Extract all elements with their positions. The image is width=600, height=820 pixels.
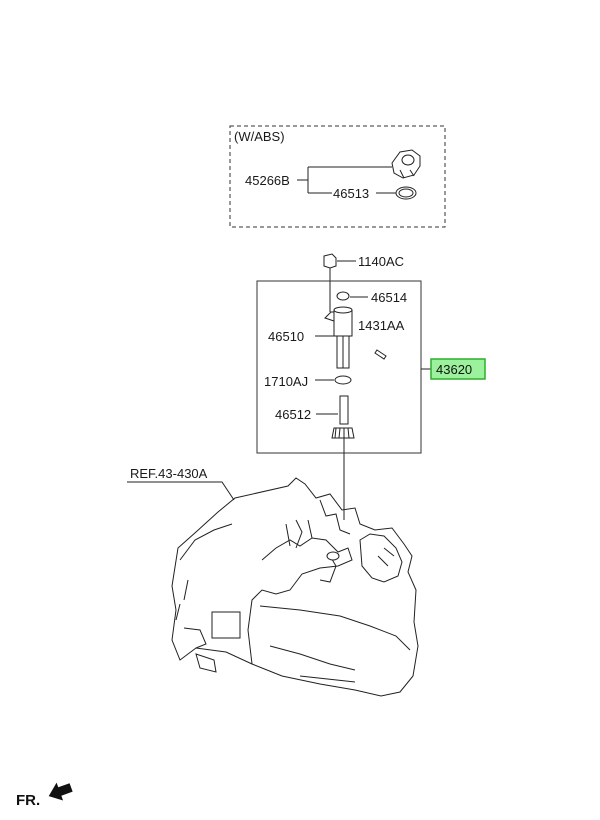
front-arrow-icon	[48, 782, 73, 801]
highlight-43620[interactable]	[430, 358, 486, 380]
abs-leader-lines	[297, 166, 392, 194]
o-ring-1710AJ-drawing	[334, 375, 352, 385]
gear-shaft-46512-drawing	[331, 395, 355, 439]
part-label-46510: 46510	[268, 329, 304, 344]
part-label-43620[interactable]: 43620	[436, 362, 472, 377]
reference-label: REF.43-430A	[130, 466, 208, 481]
direction-label: FR.	[16, 792, 40, 809]
reference-leader	[127, 481, 235, 501]
part-label-46513: 46513	[333, 186, 369, 201]
part-label-1710AJ: 1710AJ	[264, 374, 308, 389]
bolt-1140AC-drawing	[323, 253, 337, 312]
seal-46514-drawing	[336, 291, 350, 301]
assembly-box-43620	[256, 280, 422, 454]
abs-option-box	[229, 125, 446, 228]
part-label-46514: 46514	[371, 290, 407, 305]
pin-1431AA-drawing	[374, 349, 387, 360]
part-label-1140AC: 1140AC	[358, 254, 404, 269]
transmission-housing-drawing	[171, 477, 419, 697]
part-label-45266B: 45266B	[245, 173, 290, 188]
abs-sensor-drawing	[391, 149, 421, 200]
abs-box-label: (W/ABS)	[234, 129, 285, 144]
sensor-sleeve-46510-drawing	[324, 306, 353, 369]
part-label-46512: 46512	[275, 407, 311, 422]
part-label-1431AA: 1431AA	[358, 318, 405, 333]
